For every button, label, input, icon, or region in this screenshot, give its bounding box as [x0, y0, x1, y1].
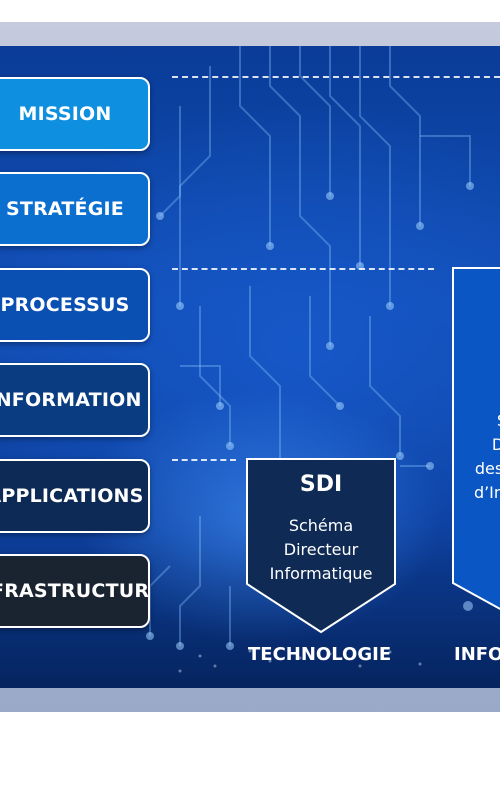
layer-label: STRATÉGIE — [6, 198, 124, 220]
layer-label: MISSION — [18, 103, 112, 125]
sdi-line-3: Informatique — [269, 564, 373, 583]
second-line-1: S — [492, 411, 500, 430]
layer-label: APPLICATIONS — [0, 485, 144, 507]
sdi-title: SDI — [299, 472, 343, 497]
separator-line-lower — [172, 459, 236, 461]
layer-infrastructure: INFRASTRUCTURE — [0, 554, 150, 628]
layer-strategie: STRATÉGIE — [0, 172, 150, 246]
layer-label: PROCESSUS — [0, 294, 130, 316]
sdi-line-1: Schéma — [288, 516, 354, 535]
sdi-column-label: TECHNOLOGIE — [248, 644, 392, 665]
layer-mission: MISSION — [0, 77, 150, 151]
sdi-chevron: SDI Schéma Directeur Informatique — [246, 458, 396, 634]
second-column-label: INFO — [454, 644, 500, 665]
separator-line-top — [172, 76, 500, 78]
layer-label: INFRASTRUCTURE — [0, 580, 150, 602]
sdi-line-2: Directeur — [283, 540, 359, 559]
second-line-4: d’In — [473, 483, 500, 502]
layer-information: INFORMATION — [0, 363, 150, 437]
layer-label: INFORMATION — [0, 389, 142, 411]
layer-applications: APPLICATIONS — [0, 459, 150, 533]
second-line-3: des — [474, 459, 500, 478]
second-chevron: S D des d’In — [452, 267, 500, 639]
separator-line-middle — [172, 268, 434, 270]
layer-processus: PROCESSUS — [0, 268, 150, 342]
second-line-2: D — [491, 435, 500, 454]
diagram-panel: MISSION STRATÉGIE PROCESSUS INFORMATION … — [0, 46, 500, 688]
